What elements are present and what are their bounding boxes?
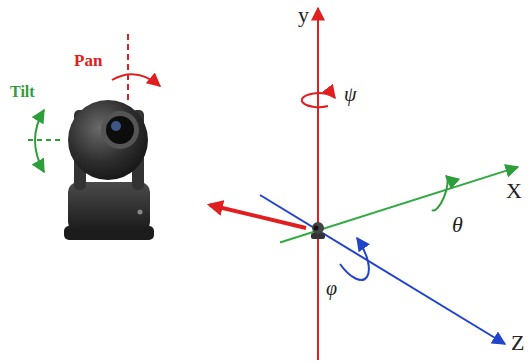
axis-label: Z (511, 332, 524, 354)
pan-arrow (112, 74, 160, 86)
motion-label: Pan (74, 52, 102, 69)
camera-led (138, 210, 143, 215)
rotation-label: φ (326, 278, 337, 298)
z-axis (260, 195, 505, 344)
ptz-camera (64, 100, 154, 240)
lens-ring (101, 111, 139, 149)
axis-label: y (298, 4, 309, 26)
camera-lens (106, 116, 134, 144)
axis-label: X (506, 180, 522, 202)
camera-head (68, 100, 148, 180)
yaw-arc (302, 93, 335, 107)
tilt-arrow (35, 110, 44, 172)
view-direction-arrow (210, 205, 306, 228)
tilt-axis (28, 139, 62, 141)
y-axis (317, 8, 319, 360)
roll-arc (340, 238, 369, 280)
lens-glint (111, 121, 121, 131)
rotation-label: ψ (344, 84, 356, 104)
rotation-label: θ (452, 214, 463, 236)
pan-axis (127, 34, 129, 100)
pitch-arc (432, 176, 448, 211)
motion-label: Tilt (10, 84, 35, 100)
x-axis (280, 167, 518, 243)
origin-camera (311, 222, 325, 239)
